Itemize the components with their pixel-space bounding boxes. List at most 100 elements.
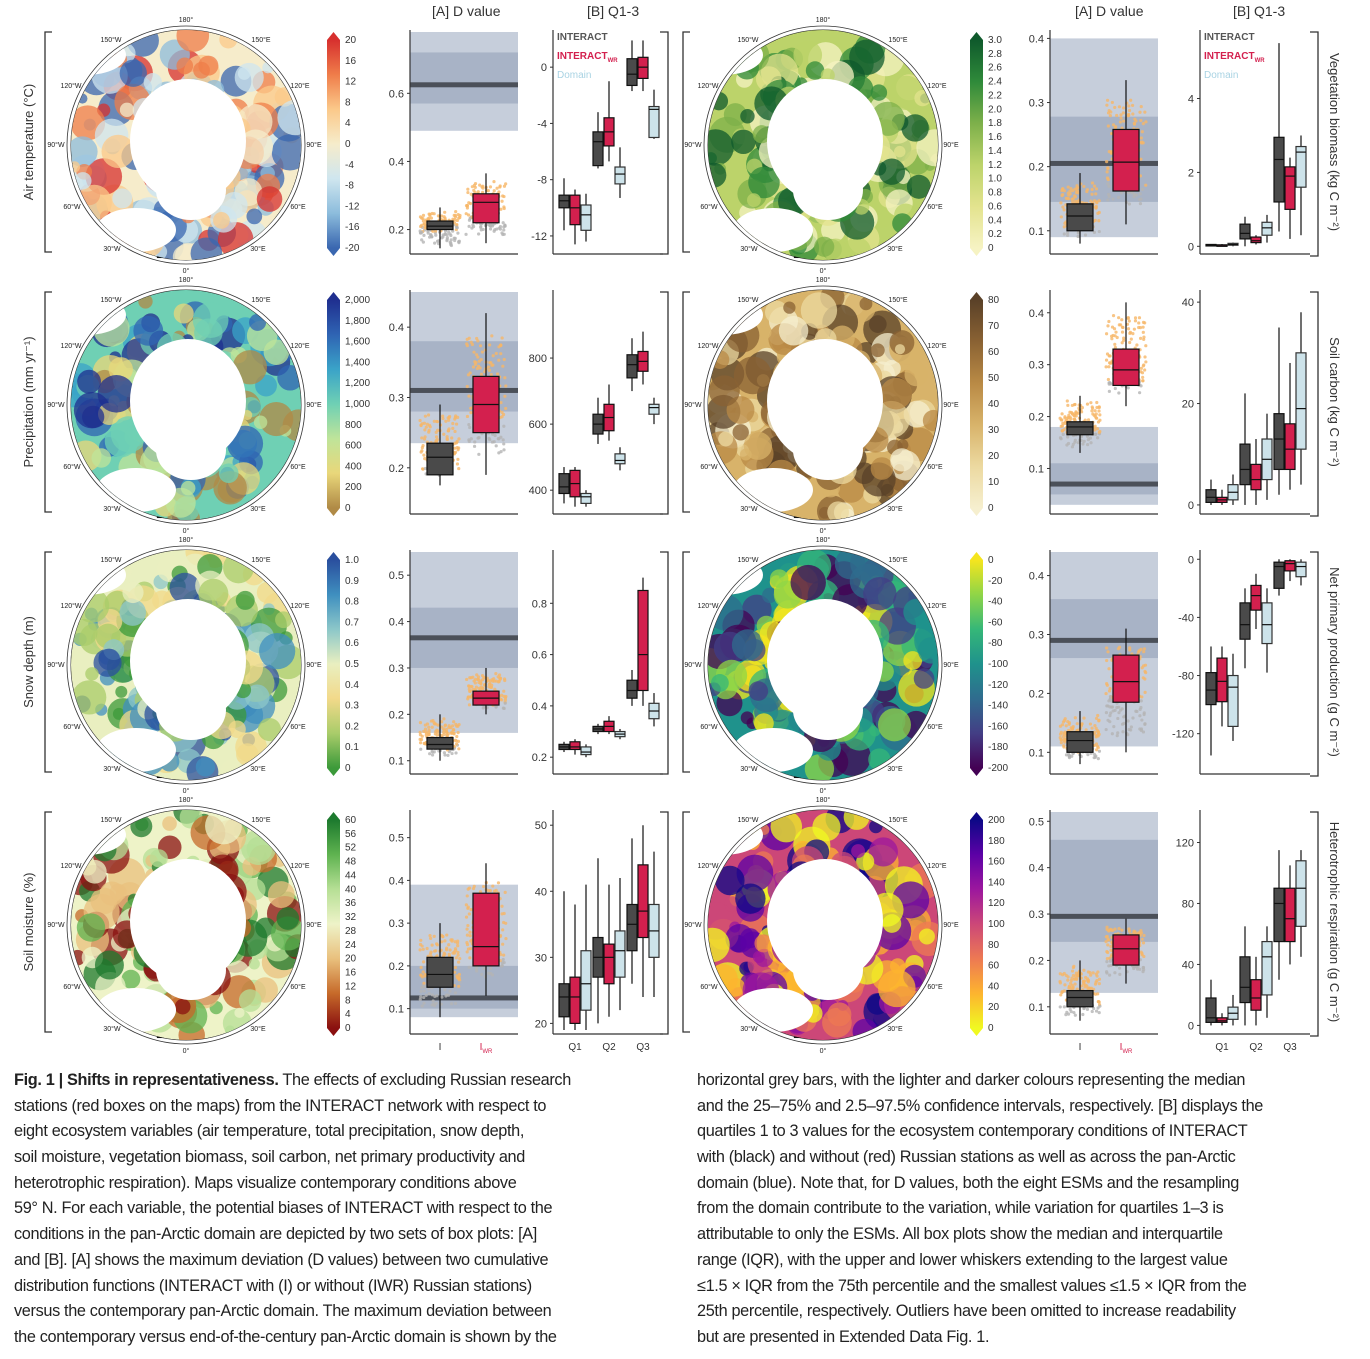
resample-point (1086, 438, 1090, 442)
resample-point (474, 685, 478, 689)
colorbar-tick-label: 0 (988, 503, 994, 514)
map-coordinate-label: 60°E (290, 463, 306, 471)
resample-point (430, 725, 434, 729)
q-tick-label: 0 (1188, 241, 1194, 253)
resample-point (488, 343, 492, 347)
resample-point (448, 948, 452, 952)
colorbar-tick-label: 0.9 (345, 576, 359, 587)
colorbar-tick-label: 1.6 (988, 132, 1002, 143)
ocean-area (156, 160, 226, 220)
resample-point (502, 357, 506, 362)
resample-point (481, 186, 485, 190)
resample-point (1061, 421, 1065, 425)
resample-point (1121, 730, 1125, 734)
resample-point (1137, 325, 1141, 330)
resample-point (465, 414, 470, 419)
resample-point (1074, 190, 1078, 194)
map-coordinate-label: 120°E (290, 602, 309, 610)
q-box-domain (648, 89, 660, 139)
q-tick-label: 400 (529, 485, 547, 497)
q-tick-label: -120 (1172, 729, 1194, 741)
d-tick-label: 0.3 (389, 918, 404, 930)
resample-point (1142, 647, 1147, 651)
resample-point (1104, 332, 1109, 336)
resample-point (449, 233, 453, 238)
map-terrain-patch (248, 958, 260, 970)
resample-point (494, 672, 498, 676)
resample-point (435, 419, 439, 424)
resample-point (1132, 327, 1136, 331)
map-coordinate-label: 180° (179, 276, 194, 284)
resample-point (453, 213, 457, 218)
resample-point (1117, 711, 1121, 715)
resample-point (429, 719, 434, 723)
colorbar-tick-label: 12 (345, 77, 357, 88)
resample-point (423, 457, 427, 461)
resample-point (1108, 705, 1112, 709)
resample-point (1141, 730, 1146, 734)
resample-point (456, 950, 460, 955)
map-coordinate-label: 30°E (250, 1025, 266, 1033)
resample-point (465, 337, 469, 341)
map-coordinate-label: 30°E (250, 765, 266, 773)
q-box-interact-wr (603, 716, 615, 735)
resample-point (1140, 371, 1145, 375)
resample-point (432, 419, 436, 423)
colorbar-tick-label: 0.8 (345, 597, 359, 608)
resample-point (445, 933, 449, 937)
iqr-box (1295, 561, 1307, 578)
resample-point (1060, 723, 1065, 727)
resample-point (449, 1002, 454, 1006)
colorbar-tick-label: 0.6 (345, 638, 359, 649)
resample-point (432, 934, 436, 938)
resample-point (1107, 192, 1111, 197)
resample-point (419, 995, 423, 999)
map-terrain-patch (256, 581, 279, 604)
q-box-interact (592, 112, 604, 169)
resample-point (1110, 337, 1114, 341)
map-coordinate-label: 120°W (697, 602, 718, 610)
ci-band-median (1050, 637, 1158, 643)
q-box-domain (580, 490, 592, 507)
map-terrain-patch (267, 881, 295, 908)
colorbar-tick-label: -4 (345, 160, 354, 171)
colorbar-tick-label: 48 (345, 857, 357, 868)
ci-band-median (410, 82, 518, 88)
resample-point (1110, 325, 1115, 329)
ci-band-median (410, 635, 518, 641)
map-coordinate-label: 150°W (100, 296, 121, 304)
resample-point (497, 358, 501, 362)
d-tick-label: 0.4 (389, 617, 404, 629)
colorbar-arrow-top (970, 552, 983, 560)
resample-point (1092, 184, 1097, 188)
d-tick-label: 0.4 (389, 156, 404, 168)
colorbar-tick-label: 0.7 (345, 617, 359, 628)
resample-point (435, 994, 439, 998)
resample-point (1094, 206, 1098, 210)
d-tick-label: 0.4 (1029, 571, 1044, 583)
resample-point (1117, 316, 1121, 320)
colorbar-tick-label: 50 (988, 373, 1000, 384)
q-tick-label: 20 (535, 1018, 547, 1030)
resample-point (450, 730, 454, 734)
map-terrain-patch (162, 816, 177, 831)
resample-point (1122, 106, 1126, 110)
map-coordinate-label: 150°W (737, 36, 758, 44)
colorbar-tick-label: 80 (988, 295, 1000, 306)
d-box-interact-wr (472, 173, 500, 244)
q-box-interact-wr (569, 904, 581, 1030)
resample-point (455, 446, 459, 450)
map-terrain-patch (263, 339, 290, 366)
resample-point (425, 946, 429, 951)
map-terrain-patch (238, 989, 262, 1012)
resample-point (418, 418, 422, 423)
resample-point (455, 724, 459, 728)
resample-point (465, 344, 469, 348)
q-box-interact-wr (1250, 573, 1262, 630)
resample-point (1068, 755, 1072, 759)
resample-point (488, 889, 492, 893)
colorbar-tick-label: 0 (345, 763, 351, 774)
resample-point (469, 939, 473, 943)
q-box-interact (558, 891, 570, 1030)
panel-bracket (44, 31, 52, 253)
